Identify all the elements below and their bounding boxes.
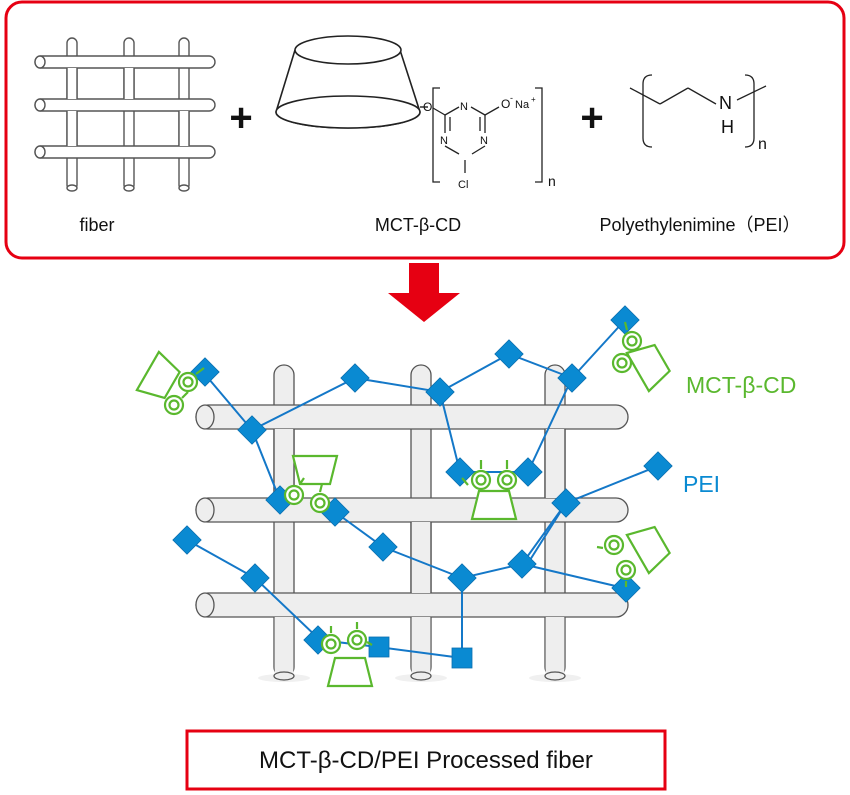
pei-unit bbox=[425, 377, 455, 407]
fiber-label: fiber bbox=[79, 215, 114, 235]
pei-label: Polyethylenimine（PEI） bbox=[599, 215, 800, 235]
pei-unit bbox=[551, 488, 581, 518]
o-minus-oxygen: O bbox=[501, 97, 510, 111]
product-mct-label: MCT-β-CD bbox=[686, 372, 796, 398]
pei-unit bbox=[611, 573, 641, 603]
cd-units bbox=[135, 321, 672, 688]
chlorine-atom: Cl bbox=[458, 179, 468, 191]
pei-unit bbox=[643, 451, 673, 481]
pei-unit bbox=[340, 363, 370, 393]
pei-unit bbox=[240, 563, 270, 593]
ring-nitrogen-top: N bbox=[460, 101, 468, 113]
product-fiber-mesh bbox=[195, 364, 629, 682]
pei-nitrogen: N bbox=[719, 93, 732, 113]
plus-sign-1: + bbox=[229, 96, 252, 140]
pei-unit bbox=[507, 549, 537, 579]
cd-unit bbox=[470, 489, 518, 521]
reaction-arrow-icon bbox=[388, 263, 460, 322]
pei-structure bbox=[629, 74, 767, 148]
cyclodextrin-cone-icon bbox=[275, 35, 421, 129]
cd-unit bbox=[135, 350, 182, 400]
pei-subscript-n: n bbox=[758, 136, 767, 153]
cd-unit bbox=[291, 454, 339, 486]
ring-nitrogen-right: N bbox=[480, 135, 488, 147]
caption-text: MCT-β-CD/PEI Processed fiber bbox=[259, 747, 593, 774]
pei-unit bbox=[368, 532, 398, 562]
pei-unit bbox=[494, 339, 524, 369]
mct-label: MCT-β-CD bbox=[375, 215, 461, 235]
pei-unit bbox=[447, 563, 477, 593]
mct-subscript-n: n bbox=[548, 173, 556, 189]
o-minus-charge: - bbox=[510, 93, 513, 103]
sodium-ion: Na bbox=[515, 99, 530, 111]
pei-unit bbox=[368, 636, 390, 658]
pei-unit bbox=[445, 457, 475, 487]
cd-unit bbox=[625, 525, 672, 575]
cd-unit bbox=[326, 656, 374, 688]
pei-hydrogen: H bbox=[721, 117, 734, 137]
cd-unit bbox=[625, 343, 672, 393]
pei-unit bbox=[190, 357, 220, 387]
pei-unit bbox=[513, 457, 543, 487]
fiber-mesh-icon bbox=[34, 37, 216, 192]
pei-unit bbox=[557, 363, 587, 393]
pei-unit bbox=[451, 647, 473, 669]
triazine-structure bbox=[432, 87, 543, 183]
caption-box bbox=[185, 729, 667, 791]
pei-unit bbox=[172, 525, 202, 555]
plus-sign-2: + bbox=[580, 96, 603, 140]
pei-unit bbox=[610, 305, 640, 335]
reactants-frame bbox=[4, 0, 846, 260]
pei-unit bbox=[237, 415, 267, 445]
linker-oxygen: O bbox=[423, 100, 432, 114]
ring-nitrogen-left: N bbox=[440, 135, 448, 147]
sodium-charge: + bbox=[531, 95, 536, 104]
product-pei-label: PEI bbox=[683, 471, 720, 497]
